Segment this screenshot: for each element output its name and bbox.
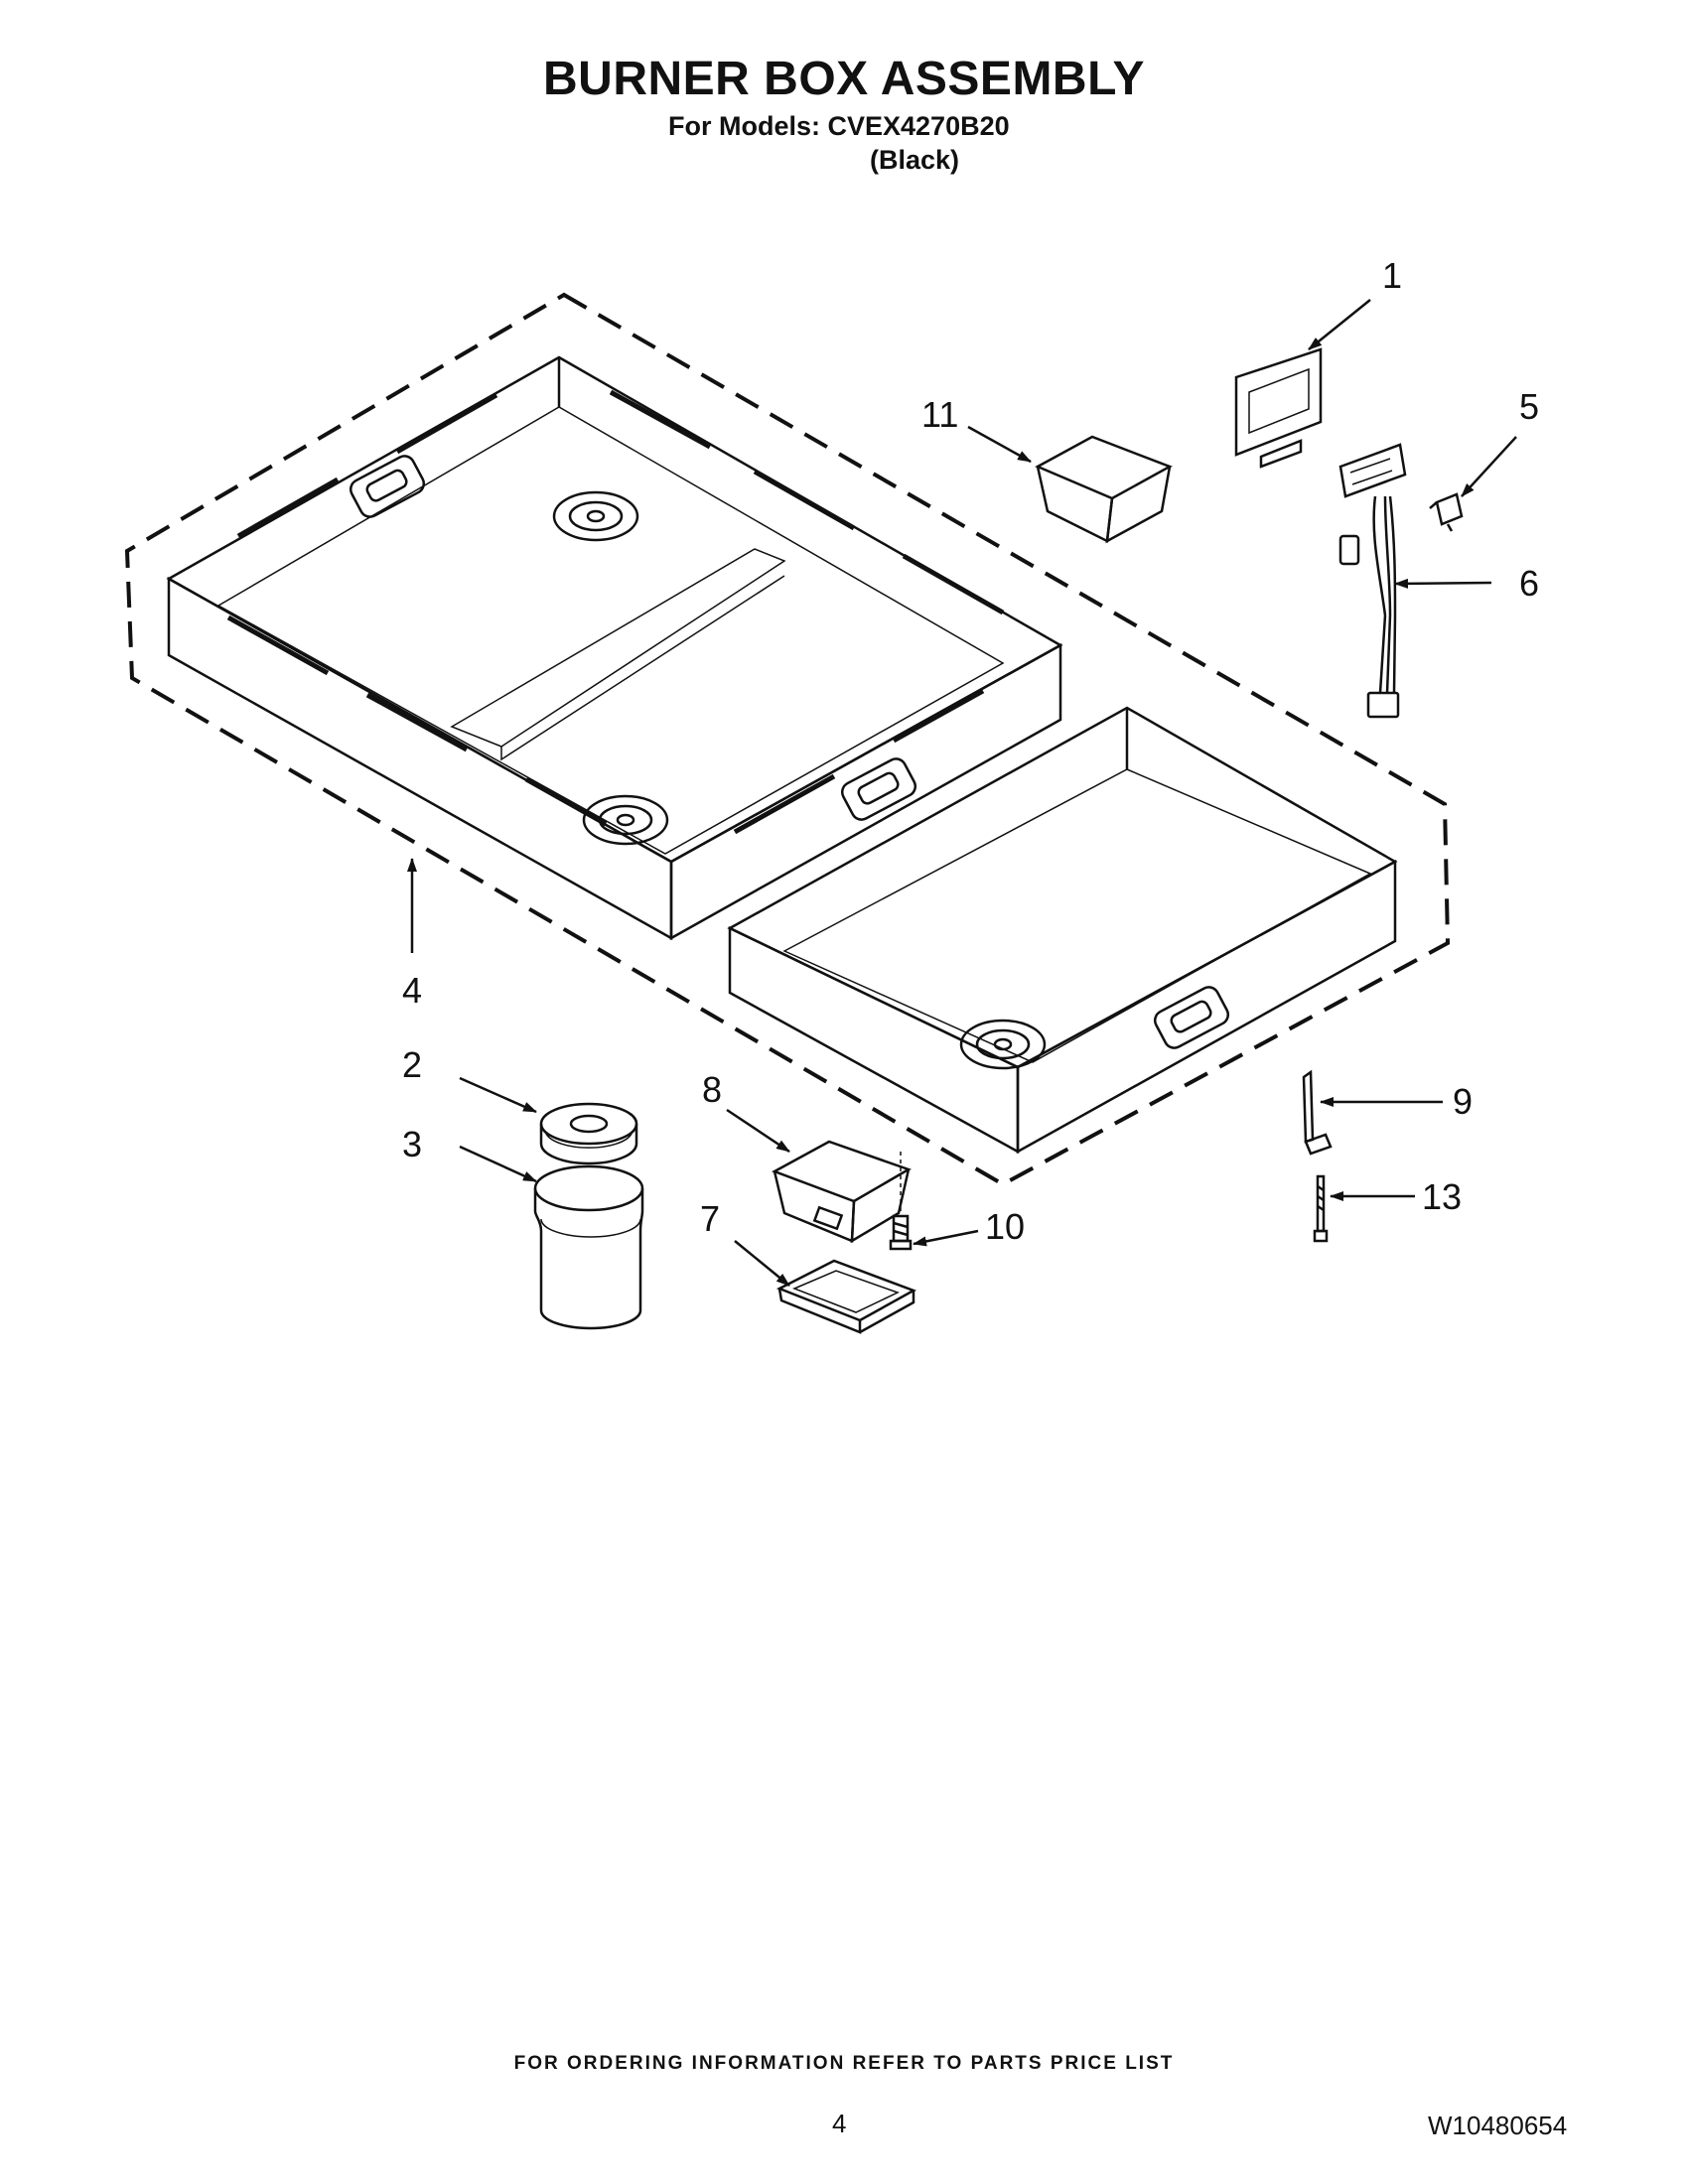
part-1-bracket	[1234, 347, 1323, 469]
assembly-dashed-outline	[124, 292, 1451, 1187]
leader-arrows	[407, 299, 1517, 1287]
callout-9: 9	[1453, 1081, 1473, 1122]
callout-3: 3	[402, 1124, 422, 1164]
callout-13: 13	[1422, 1176, 1462, 1217]
part-6-wire-harness	[1338, 443, 1407, 719]
callout-2: 2	[402, 1044, 422, 1085]
part-3-burner-cup	[533, 1164, 644, 1330]
part-11-box	[1035, 435, 1173, 544]
part-9-bracket-strip	[1302, 1069, 1333, 1156]
models-line: For Models: CVEX4270B20	[668, 111, 1010, 141]
model-variant: (Black)	[870, 145, 960, 175]
burner-box-small	[727, 706, 1398, 1155]
part-7-cover-plate	[775, 1259, 916, 1334]
leader-3	[459, 1145, 537, 1183]
leader-2	[459, 1076, 537, 1114]
part-13-bolt	[1313, 1174, 1329, 1243]
ordering-note: FOR ORDERING INFORMATION REFER TO PARTS …	[513, 2053, 1175, 2074]
callout-1: 1	[1382, 255, 1402, 296]
leader-8	[726, 1108, 790, 1154]
part-5-clip	[1429, 492, 1464, 532]
leader-7	[734, 1240, 790, 1287]
callout-4: 4	[402, 970, 422, 1011]
leader-5	[1461, 436, 1517, 497]
leader-1	[1308, 299, 1371, 350]
leader-11	[967, 425, 1032, 464]
page-number: 4	[832, 2109, 847, 2138]
part-8-junction-box	[772, 1140, 912, 1244]
callout-8: 8	[702, 1069, 722, 1110]
callout-10: 10	[985, 1206, 1025, 1247]
burner-box-large	[166, 355, 1063, 941]
callout-11: 11	[921, 394, 958, 435]
callout-5: 5	[1519, 386, 1539, 427]
callout-labels: 1 2 3 4 5 6 7 8 9 10 11 13	[402, 255, 1539, 1247]
document-number: W10480654	[1428, 2111, 1568, 2140]
callout-7: 7	[700, 1198, 720, 1239]
callout-6: 6	[1519, 563, 1539, 604]
leader-6	[1394, 578, 1492, 589]
part-2-burner-cap	[539, 1102, 638, 1165]
page-title: BURNER BOX ASSEMBLY	[542, 53, 1146, 105]
leader-10	[913, 1229, 979, 1247]
part-10-screw	[889, 1152, 913, 1251]
